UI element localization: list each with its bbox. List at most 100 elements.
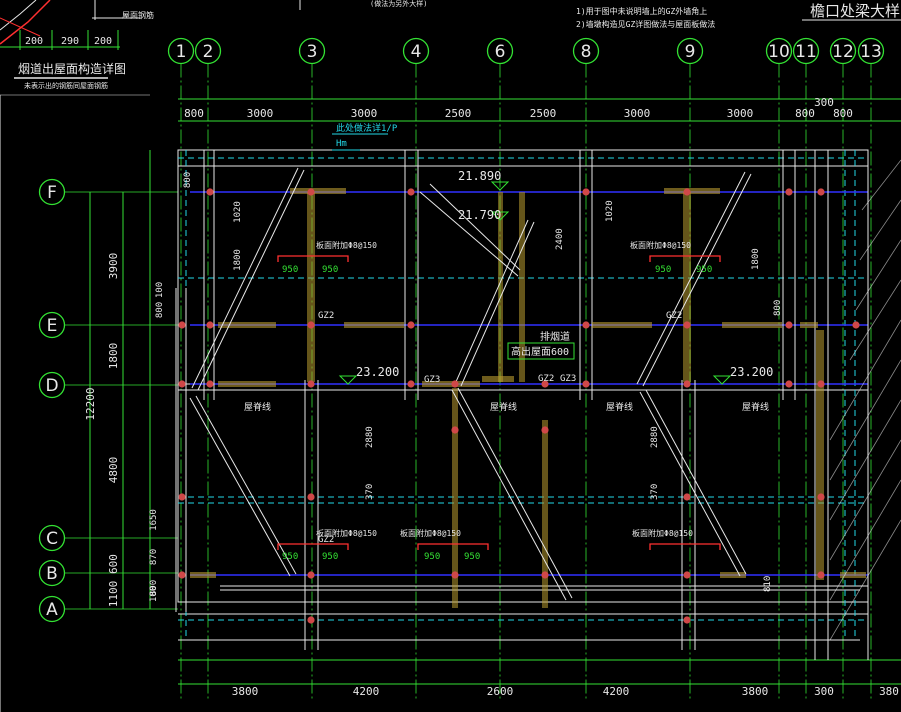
inner-dim-7: 800: [149, 580, 159, 596]
note-1: 1)用于图中未说明墙上的GZ外墙角上: [576, 6, 707, 16]
cyan-h: Hm: [336, 139, 347, 149]
rebar-950-g: 950: [424, 552, 440, 562]
rebar-950-a: 950: [282, 265, 298, 275]
elevation-21890: 21.890: [458, 169, 501, 183]
axis-bubble-F: F: [38, 178, 66, 206]
axis-bubble-13: 13: [857, 37, 885, 65]
axis-bubble-B: B: [38, 559, 66, 587]
slab-rebar-label-1: 板面附加Φ8@150: [316, 240, 377, 250]
eave-detail-title: 檐口处梁大样: [810, 2, 900, 20]
inner-dim-5: 1650: [149, 509, 159, 531]
dim-1800-b: 1800: [751, 248, 761, 270]
slab-rebar-label-3: 板面附加Φ8@150: [316, 528, 377, 538]
dim-370-b: 370: [650, 484, 660, 500]
detail-subtitle: 未表示出的钢筋同屋面钢筋: [24, 81, 108, 90]
left-dim-5: 1100: [107, 581, 120, 608]
axis-label-E: E: [47, 316, 58, 336]
bottom-dim-3: 4200: [603, 685, 630, 698]
bottom-dim-1: 4200: [353, 685, 380, 698]
bottom-dim-2: 2600: [487, 685, 514, 698]
axis-bubble-C: C: [38, 524, 66, 552]
elevation-21790: 21.790: [458, 208, 501, 222]
gz3-label-2: GZ3: [560, 374, 576, 384]
axis-label-11: 11: [795, 42, 817, 62]
axis-label-F: F: [47, 183, 57, 203]
gz2-label-1: GZ2: [318, 311, 334, 321]
axis-bubble-4: 4: [402, 37, 430, 65]
dim-810: 810: [763, 576, 773, 592]
left-dim-2: 12200: [84, 387, 97, 420]
bottom-dim-6: 380: [879, 685, 899, 698]
dim-200-left: 200: [25, 36, 43, 47]
axis-bubble-1: 1: [167, 37, 195, 65]
left-dim-0: 3900: [107, 253, 120, 280]
rebar-950-h: 950: [464, 552, 480, 562]
axis-label-C: C: [46, 529, 58, 549]
axis-label-B: B: [46, 564, 58, 584]
bottom-dim-4: 3800: [742, 685, 769, 698]
dimension-chains: [89, 98, 901, 685]
rebar-950-b: 950: [322, 265, 338, 275]
dim-290: 290: [61, 36, 79, 47]
elevation-23200-left: 23.200: [356, 365, 399, 379]
slab-rebar-label-2: 板面附加Φ8@150: [630, 240, 691, 250]
top-dim-1: 3000: [247, 107, 274, 120]
axis-bubble-D: D: [38, 371, 66, 399]
eave-line-label-3: 屋脊线: [606, 401, 633, 413]
axis-bubble-9: 9: [676, 37, 704, 65]
inner-dim-1: 1020: [233, 201, 243, 223]
axis-label-13: 13: [860, 42, 882, 62]
rebar-950-e: 950: [282, 552, 298, 562]
eave-line-label-4: 屋脊线: [742, 401, 769, 413]
axis-label-1: 1: [176, 42, 187, 62]
axis-label-10: 10: [768, 42, 790, 62]
vent-height-label: 高出屋面600: [511, 345, 569, 358]
top-dim-9: 300: [814, 96, 834, 109]
dim-2880-b: 2880: [650, 426, 660, 448]
top-dim-6: 3000: [727, 107, 754, 120]
bottom-dim-0: 3800: [232, 685, 259, 698]
inner-dim-3: 800: [155, 302, 165, 318]
rebar-950-d: 950: [696, 265, 712, 275]
inner-dim-0: 800: [183, 172, 193, 188]
rebar-950-c: 950: [655, 265, 671, 275]
detail-title: 烟道出屋面构造详图: [18, 61, 126, 76]
axis-bubble-E: E: [38, 311, 66, 339]
axis-label-9: 9: [685, 42, 696, 62]
rebar-950-f: 950: [322, 552, 338, 562]
left-dim-1: 1800: [107, 343, 120, 370]
eave-line-label-1: 屋脊线: [244, 401, 271, 413]
dim-800-b: 800: [773, 300, 783, 316]
axis-bubble-A: A: [38, 595, 66, 623]
note-mid: (做法为另外大样): [370, 0, 427, 8]
gz2-label-2: GZ2: [538, 374, 554, 384]
top-dim-4: 2500: [530, 107, 557, 120]
left-dim-3: 4800: [107, 457, 120, 484]
axis-label-3: 3: [307, 42, 318, 62]
plan-annotations: 21.890 21.790 23.200 23.200 GZ2 GZ3 GZ2 …: [244, 122, 783, 592]
axis-label-8: 8: [581, 42, 592, 62]
axis-bubble-11: 11: [792, 37, 820, 65]
axis-label-12: 12: [832, 42, 854, 62]
note-2: 2)墙墩构造见GZ详图做法与屋面板做法: [576, 19, 715, 29]
inner-dim-6: 870: [149, 549, 159, 565]
dim-1020-b: 1020: [605, 200, 615, 222]
slab-rebar-label-5: 板面附加Φ8@150: [632, 528, 693, 538]
axis-label-D: D: [45, 376, 58, 396]
axis-bubble-8: 8: [572, 37, 600, 65]
inner-dim-8: 100: [149, 586, 159, 602]
elevation-23200-right: 23.200: [730, 365, 773, 379]
top-dim-7: 800: [795, 107, 815, 120]
axis-label-6: 6: [495, 42, 506, 62]
axis-bubble-10: 10: [765, 37, 793, 65]
dim-200-right: 200: [94, 36, 112, 47]
vent-label: 排烟道: [540, 330, 570, 343]
gz2-label-3: GZ2: [318, 535, 334, 545]
dim-2880-a: 2880: [365, 426, 375, 448]
roof-rebar-label: 屋面钢筋: [122, 10, 154, 20]
axis-label-A: A: [46, 600, 58, 620]
